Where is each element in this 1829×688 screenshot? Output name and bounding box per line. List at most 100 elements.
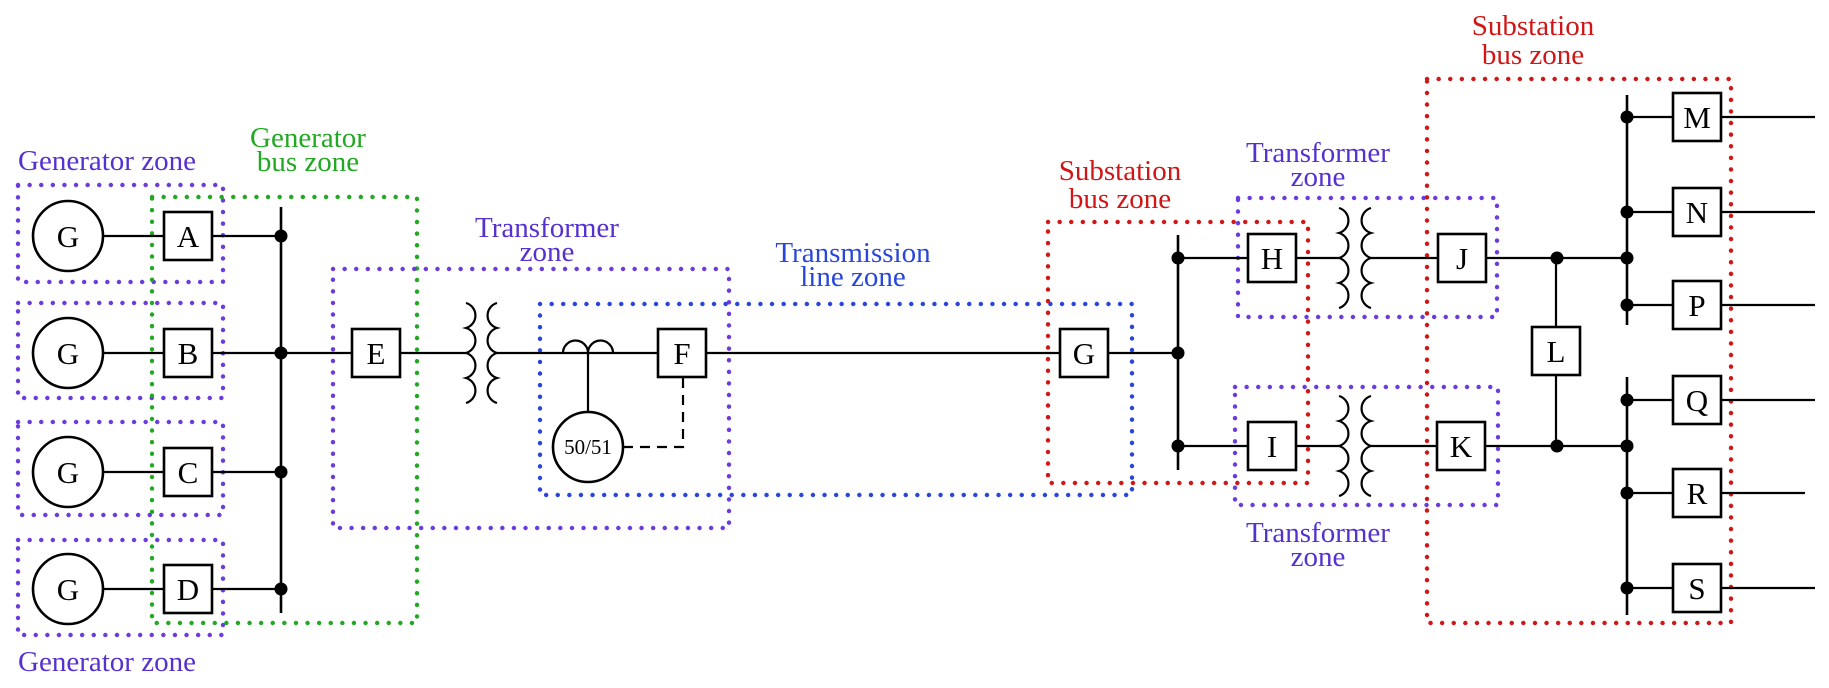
generator-bus-zone-label-line2: bus zone bbox=[257, 146, 359, 178]
transformer-zone-bottom-right-label: Transformer zone bbox=[1246, 517, 1390, 573]
junction-dot bbox=[1620, 486, 1634, 500]
breaker-p-label: P bbox=[1688, 288, 1705, 323]
circuit-breakers: A B C D E F G H I J K L M N P Q R S bbox=[162, 91, 1723, 615]
transformer-zone-left-label: Transformer zone bbox=[475, 212, 619, 268]
junction-dot bbox=[1620, 581, 1634, 595]
junction-dot bbox=[1171, 346, 1185, 360]
junction-dot bbox=[1171, 251, 1185, 265]
breaker-j-label: J bbox=[1456, 241, 1468, 276]
transformer-3-secondary-winding bbox=[1360, 394, 1375, 498]
transmission-line-zone-label: Transmission line zone bbox=[775, 237, 931, 293]
breaker-m-label: M bbox=[1683, 100, 1711, 135]
breaker-n bbox=[1671, 186, 1723, 238]
transmission-line-zone-label-line2: line zone bbox=[800, 261, 905, 293]
breaker-k bbox=[1435, 420, 1487, 472]
junction-dot bbox=[274, 582, 288, 596]
generator-zone-d-box bbox=[15, 537, 226, 638]
junction-dot bbox=[1620, 393, 1634, 407]
generator-bus-zone-box bbox=[149, 194, 420, 626]
substation-bus-zone-left-label: Substation bus zone bbox=[1059, 155, 1182, 215]
generator-1 bbox=[31, 199, 105, 273]
breaker-n-label: N bbox=[1686, 195, 1708, 230]
generator-zone-top-label: Generator zone bbox=[18, 145, 196, 177]
breaker-q-label: Q bbox=[1686, 383, 1708, 418]
generator-bus-zone-label: Generator bus zone bbox=[250, 122, 366, 178]
substation-bus-zone-right-label: Substation bus zone bbox=[1472, 10, 1595, 71]
transformer-1-secondary-winding bbox=[486, 301, 501, 405]
generator-4-label: G bbox=[57, 572, 79, 607]
breaker-b bbox=[162, 327, 214, 379]
relay-trip-dashed-line bbox=[623, 377, 685, 449]
breaker-r bbox=[1671, 467, 1723, 519]
breaker-c-label: C bbox=[178, 455, 199, 490]
junction-dot bbox=[1550, 251, 1564, 265]
breaker-g-label: G bbox=[1073, 336, 1095, 371]
breaker-e bbox=[350, 327, 402, 379]
breaker-c bbox=[162, 446, 214, 498]
generator-zone-bottom-label: Generator zone bbox=[18, 646, 196, 678]
transformer-2-primary-winding bbox=[1335, 206, 1350, 310]
breaker-h-label: H bbox=[1261, 241, 1283, 276]
generator-2-label: G bbox=[57, 336, 79, 371]
breaker-g bbox=[1058, 327, 1110, 379]
generator-2 bbox=[31, 316, 105, 390]
generator-zone-b-box bbox=[15, 300, 226, 401]
breaker-q bbox=[1671, 374, 1723, 426]
circuit-wiring bbox=[103, 95, 1815, 615]
breaker-e-label: E bbox=[367, 336, 386, 371]
junction-dot bbox=[1620, 439, 1634, 453]
substation-bus-zone-right-label-line2: bus zone bbox=[1482, 39, 1584, 71]
transformer-3-symbol bbox=[1335, 394, 1375, 498]
breaker-l-label: L bbox=[1547, 334, 1566, 369]
generator-3-label: G bbox=[57, 455, 79, 490]
breaker-d bbox=[162, 563, 214, 615]
substation-bus-zone-left-box bbox=[1045, 219, 1311, 486]
breaker-i-label: I bbox=[1267, 429, 1277, 464]
transformer-zone-top-right-label-line1: Transformer bbox=[1246, 137, 1390, 169]
transformer-3-primary-winding bbox=[1335, 394, 1350, 498]
junction-dot bbox=[274, 465, 288, 479]
transformer-1-symbol bbox=[462, 301, 501, 405]
transformer-zone-left-label-line1: Transformer bbox=[475, 212, 619, 244]
transformer-1-primary-winding bbox=[462, 301, 477, 405]
breaker-d-label: D bbox=[177, 572, 199, 607]
relay-50-51 bbox=[551, 410, 625, 484]
transformer-2-symbol bbox=[1335, 206, 1375, 310]
breaker-j bbox=[1436, 232, 1488, 284]
transformer-zone-ik-box bbox=[1232, 384, 1501, 508]
substation-bus-zone-left-label-line1: Substation bbox=[1059, 155, 1182, 187]
substation-bus-zone-right-label-line1: Substation bbox=[1472, 10, 1595, 42]
junction-dot bbox=[1620, 205, 1634, 219]
breaker-r-label: R bbox=[1687, 476, 1708, 511]
generator-4 bbox=[31, 552, 105, 626]
relay-50-51-label: 50/51 bbox=[564, 435, 612, 459]
breaker-h bbox=[1246, 232, 1298, 284]
transformers bbox=[462, 206, 1375, 498]
junction-dot bbox=[1171, 439, 1185, 453]
junction-dot bbox=[1620, 251, 1634, 265]
breaker-s-label: S bbox=[1688, 571, 1705, 606]
transmission-line-zone-label-line1: Transmission bbox=[775, 237, 931, 269]
junction-dot bbox=[1550, 439, 1564, 453]
breaker-b-label: B bbox=[178, 336, 199, 371]
ct-relay-group: 50/51 bbox=[551, 339, 685, 484]
junction-dot bbox=[274, 229, 288, 243]
transformer-zone-left-label-line2: zone bbox=[520, 236, 575, 268]
transformer-zone-top-right-label-line2: zone bbox=[1291, 161, 1346, 193]
junction-dot bbox=[1620, 110, 1634, 124]
transformer-zone-left-box bbox=[330, 266, 732, 531]
breaker-f-label: F bbox=[673, 336, 690, 371]
breaker-s bbox=[1671, 562, 1723, 614]
junction-dot bbox=[274, 346, 288, 360]
transformer-zone-bottom-right-label-line2: zone bbox=[1291, 541, 1346, 573]
generator-bus-zone-label-line1: Generator bbox=[250, 122, 366, 154]
junction-dot bbox=[1620, 298, 1634, 312]
generator-zone-c-box bbox=[15, 419, 226, 518]
breaker-a-label: A bbox=[177, 219, 200, 254]
current-transformer-icon bbox=[561, 339, 615, 354]
transformer-zone-bottom-right-label-line1: Transformer bbox=[1246, 517, 1390, 549]
generator-zone-a-box bbox=[15, 182, 226, 285]
substation-bus-zone-left-label-line2: bus zone bbox=[1069, 183, 1171, 215]
breaker-a bbox=[162, 210, 214, 262]
